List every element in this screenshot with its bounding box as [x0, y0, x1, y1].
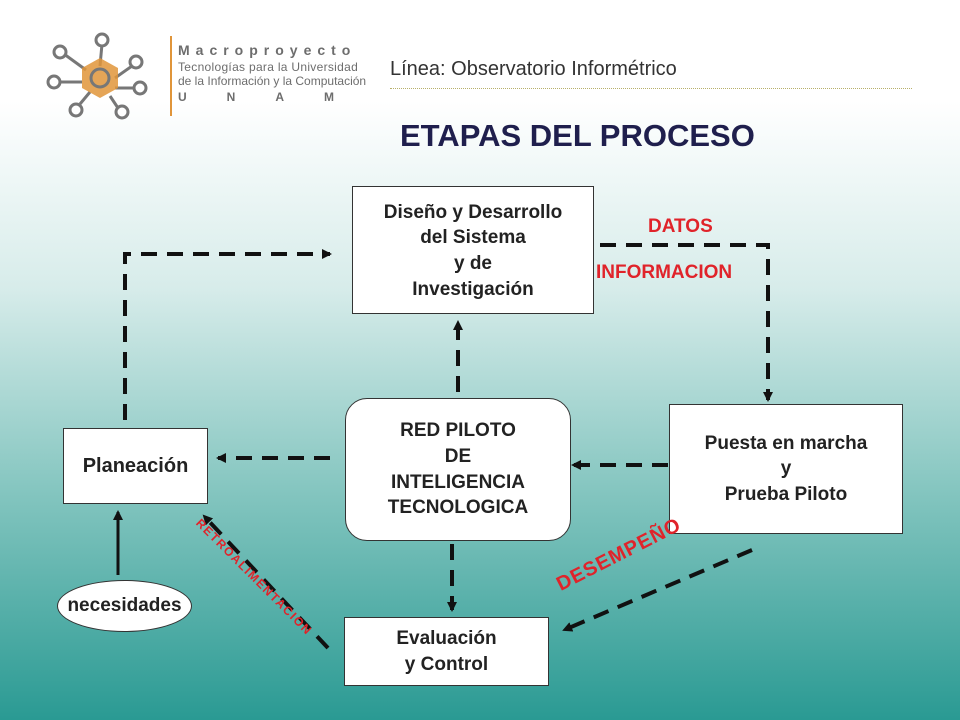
node-planeacion: Planeación — [63, 428, 208, 504]
node-puesta-label: Puesta en marcha y Prueba Piloto — [704, 432, 868, 505]
node-evaluacion-label: Evaluación y Control — [396, 627, 497, 675]
arrow-planeacion-to-design — [123, 249, 332, 420]
arrow-puesta-to-evaluacion — [562, 548, 753, 632]
header-divider — [390, 88, 912, 89]
page-title: ETAPAS DEL PROCESO — [400, 118, 755, 153]
molecule-network-icon — [46, 32, 148, 120]
node-evaluacion-control: Evaluación y Control — [344, 617, 549, 686]
node-red-label: RED PILOTO DE INTELIGENCIA TECNOLOGICA — [387, 420, 529, 519]
logo-subtitle-1: Tecnologías para la Universidad — [178, 60, 359, 74]
node-necesidades-label: necesidades — [67, 595, 182, 616]
arrow-design-to-puesta — [600, 243, 773, 402]
logo-unam: UNAM — [178, 90, 374, 104]
node-design-development: Diseño y Desarrollo del Sistema y de Inv… — [352, 186, 594, 314]
node-design-label: Diseño y Desarrollo del Sistema y de Inv… — [383, 201, 563, 300]
logo-divider — [170, 36, 172, 116]
logo: Macroproyecto Tecnologías para la Univer… — [40, 30, 366, 120]
node-necesidades: necesidades — [57, 580, 192, 632]
node-puesta-en-marcha: Puesta en marcha y Prueba Piloto — [669, 404, 903, 534]
label-informacion: INFORMACION — [596, 262, 733, 283]
logo-title: Macroproyecto — [178, 42, 357, 58]
node-red-piloto: RED PILOTO DE INTELIGENCIA TECNOLOGICA — [345, 398, 571, 541]
arrow-evaluacion-to-planeacion — [202, 514, 330, 650]
node-planeacion-label: Planeación — [82, 454, 189, 477]
label-datos: DATOS — [648, 216, 713, 237]
logo-subtitle-2: de la Información y la Computación — [178, 74, 367, 88]
header-line-text: Línea: Observatorio Informétrico — [390, 58, 677, 80]
